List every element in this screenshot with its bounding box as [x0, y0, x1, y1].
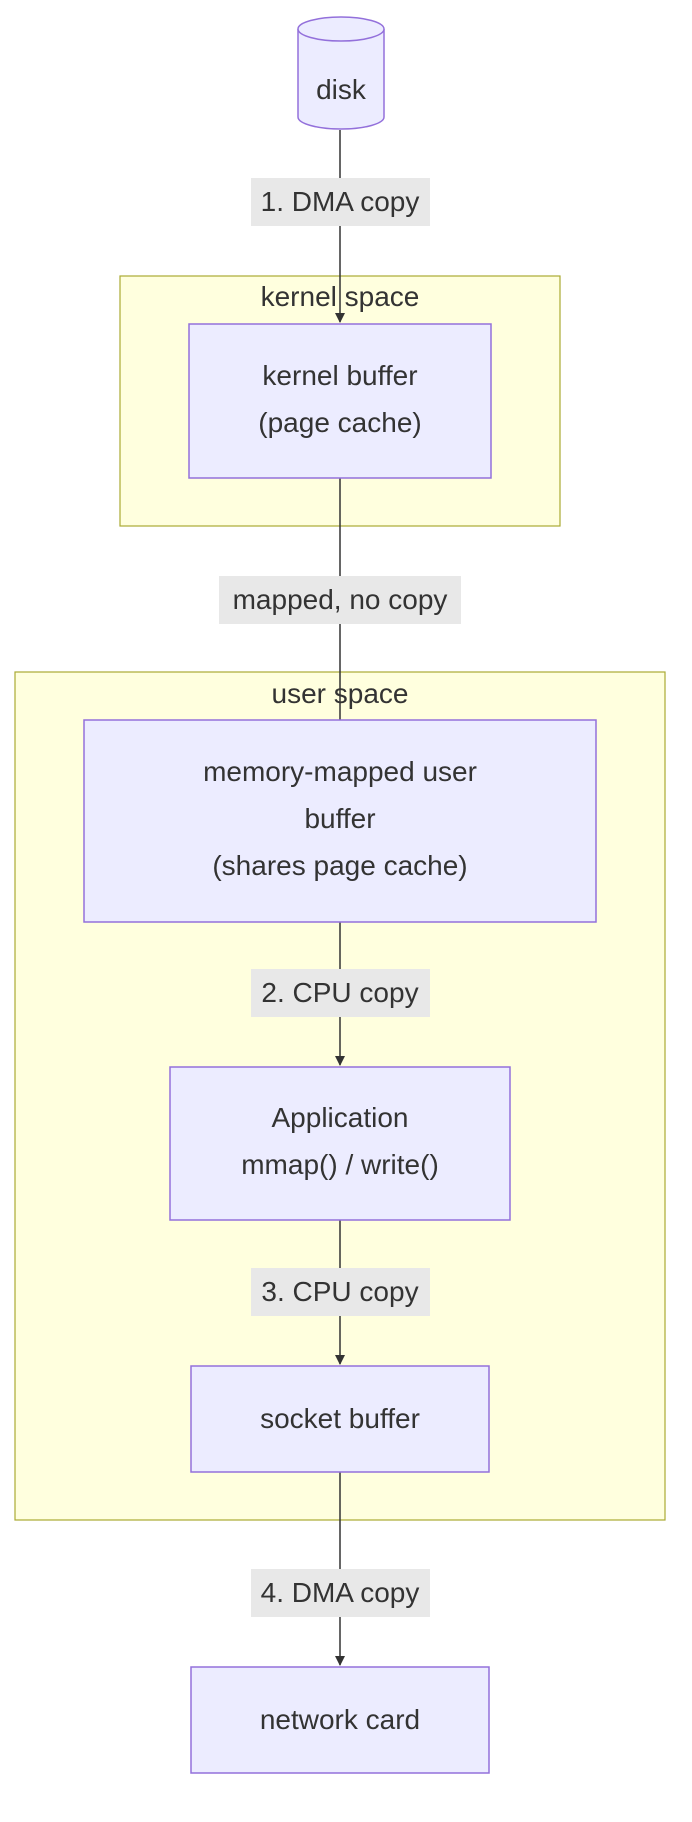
user-space-title: user space	[272, 678, 409, 709]
edge-label-cpu-copy-3-text: 3. CPU copy	[261, 1276, 418, 1307]
edge-label-mapped-text: mapped, no copy	[233, 584, 448, 615]
network-card-label: network card	[260, 1704, 420, 1735]
user-buffer-label-line-1: memory-mapped user	[203, 756, 477, 787]
edge-label-dma-copy-4: 4. DMA copy	[251, 1569, 430, 1617]
kernel-buffer-label-line-1: kernel buffer	[262, 360, 417, 391]
edge-label-dma-copy-1: 1. DMA copy	[251, 178, 430, 226]
application-node: Application mmap() / write()	[169, 1066, 511, 1221]
kernel-buffer-label-line-2: (page cache)	[258, 407, 421, 438]
kernel-buffer-node: kernel buffer (page cache)	[188, 323, 492, 479]
edge-label-dma-copy-1-text: 1. DMA copy	[261, 186, 420, 217]
application-label-line-2: mmap() / write()	[241, 1149, 439, 1180]
application-label-line-1: Application	[272, 1102, 409, 1133]
user-buffer-label-line-3: (shares page cache)	[212, 850, 467, 881]
socket-buffer-label: socket buffer	[260, 1403, 420, 1434]
network-card-node: network card	[190, 1666, 490, 1774]
socket-buffer-node: socket buffer	[190, 1365, 490, 1473]
user-buffer-label-line-2: buffer	[304, 803, 375, 834]
edge-label-dma-copy-4-text: 4. DMA copy	[261, 1577, 420, 1608]
edge-label-cpu-copy-3: 3. CPU copy	[251, 1268, 430, 1316]
disk-label: disk	[316, 74, 367, 105]
edge-label-cpu-copy-2: 2. CPU copy	[251, 969, 430, 1017]
edge-label-mapped: mapped, no copy	[219, 576, 461, 624]
user-buffer-node: memory-mapped user buffer (shares page c…	[83, 719, 597, 923]
kernel-space-title: kernel space	[261, 281, 420, 312]
disk-node: disk	[297, 16, 385, 130]
edge-label-cpu-copy-2-text: 2. CPU copy	[261, 977, 418, 1008]
